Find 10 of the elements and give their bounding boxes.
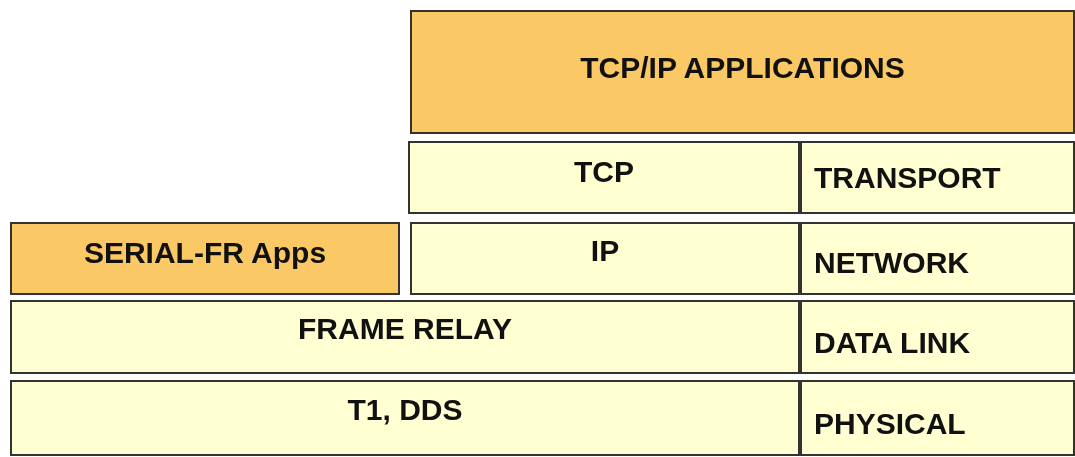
layer-name-block: DATA LINK [800, 300, 1075, 374]
layer-name-block: TRANSPORT [800, 141, 1075, 214]
layer-name-block: PHYSICAL [800, 380, 1075, 456]
application-block: SERIAL-FR Apps [10, 222, 400, 295]
protocol-block: TCP [408, 141, 800, 214]
protocol-block: FRAME RELAY [10, 300, 800, 374]
layer-name-block: NETWORK [800, 222, 1075, 295]
application-layer-block: TCP/IP APPLICATIONS [410, 10, 1075, 134]
protocol-block: IP [410, 222, 800, 295]
protocol-block: T1, DDS [10, 380, 800, 456]
